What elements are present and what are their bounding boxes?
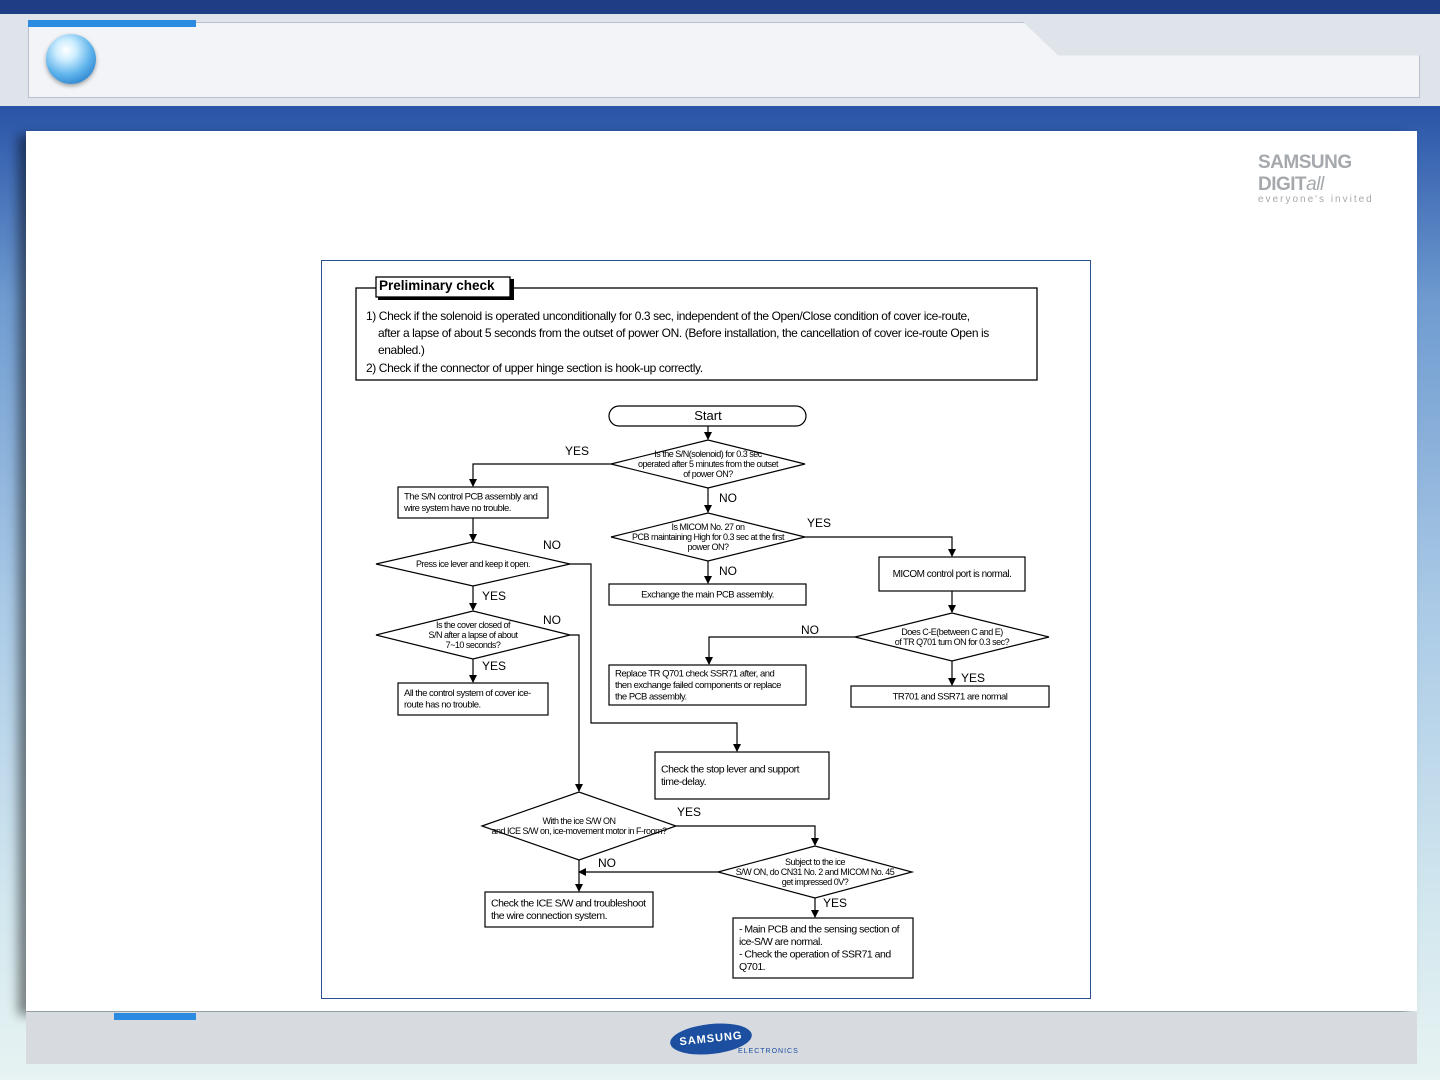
box-check-stop-lever-text-line-2: time-delay. xyxy=(661,776,706,788)
samsung-digital-tagline: SAMSUNG DIGITall everyone's invited xyxy=(1258,152,1418,205)
box-main-pcb-normal-text-line-2: ice-S/W are normal. xyxy=(739,936,822,948)
conn-press-no xyxy=(570,563,741,752)
box-sn-control-ok xyxy=(397,486,549,519)
conn-d1-yes xyxy=(469,463,611,487)
label-no-d1: NO xyxy=(719,491,737,505)
box-exchange-main-pcb xyxy=(608,583,807,606)
samsung-electronics-logo: SAMSUNG ELECTRONICS xyxy=(668,1019,810,1062)
label-no-press: NO xyxy=(543,538,561,552)
box-cover-control-ok-text-line-2: route has no trouble. xyxy=(404,700,481,711)
header-accent-strip xyxy=(28,20,196,27)
electronics-label: ELECTRONICS xyxy=(738,1048,799,1055)
decision-cover-closed-text-line-3: 7~10 seconds? xyxy=(446,640,501,650)
label-yes-d2: YES xyxy=(807,516,831,530)
decision-solenoid-operated-text-line-3: of power ON? xyxy=(683,469,733,479)
preliminary-line-4: 2) Check if the connector of upper hinge… xyxy=(366,361,703,375)
box-check-ice-sw-text-line-2: the wire connection system. xyxy=(491,910,607,922)
box-cover-control-ok xyxy=(397,682,549,716)
top-bar xyxy=(0,0,1440,14)
box-main-pcb-normal-text-line-3: - Check the operation of SSR71 and xyxy=(739,949,891,961)
tagline-main: SAMSUNG DIGITall xyxy=(1258,152,1352,195)
box-replace-tr-q701-text-line-2: then exchange failed components or repla… xyxy=(615,680,781,691)
box-replace-tr-q701 xyxy=(608,664,807,706)
title-shadow-bottom xyxy=(378,297,514,300)
flowchart-shapes: Is the S/N(solenoid) for 0.3 secoperated… xyxy=(375,439,1050,979)
box-replace-tr-q701-text-line-3: the PCB assembly. xyxy=(615,691,687,702)
box-main-pcb-normal xyxy=(732,917,914,979)
decision-micom-27-high-text-line-3: power ON? xyxy=(687,542,729,552)
conn-ce-no xyxy=(705,636,855,665)
label-yes-cover: YES xyxy=(482,659,506,673)
start-label: Start xyxy=(694,408,722,423)
box-check-stop-lever xyxy=(654,751,830,800)
decision-cover-closed-text-line-1: Is the cover closed of xyxy=(436,620,511,630)
box-cover-control-ok-text-line-1: All the control system of cover ice- xyxy=(404,688,531,699)
box-replace-tr-q701-text-line-1: Replace TR Q701 check SSR71 after, and xyxy=(615,668,775,679)
flowchart-connectors xyxy=(469,426,956,918)
label-yes-ce: YES xyxy=(961,671,985,685)
tagline-sub: everyone's invited xyxy=(1258,194,1374,205)
box-check-stop-lever-text-line-1: Check the stop lever and support xyxy=(661,764,800,776)
decision-tr-q701-ce-text-line-1: Does C-E(between C and E) xyxy=(901,627,1003,637)
preliminary-title: Preliminary check xyxy=(379,278,495,293)
decision-ice-motor-text-line-2: and ICE S/W on, ice-movement motor in F-… xyxy=(491,826,667,836)
box-main-pcb-normal-text-line-1: - Main PCB and the sensing section of xyxy=(739,924,900,936)
label-no-cover: NO xyxy=(543,613,561,627)
box-main-pcb-normal-text-line-4: Q701. xyxy=(739,961,765,973)
conn-motor-yes xyxy=(676,825,819,846)
preliminary-line-1: 1) Check if the solenoid is operated unc… xyxy=(366,309,970,323)
flowchart-branch-labels: YES NO YES NO NO YES NO YES NO YES YES NO YES xyxy=(482,444,985,910)
label-yes-d1: YES xyxy=(565,444,589,458)
conn-cover-no xyxy=(570,634,583,792)
label-no-d2: NO xyxy=(719,564,737,578)
box-check-ice-sw-text-line-1: Check the ICE S/W and troubleshoot xyxy=(491,898,646,910)
preliminary-check-box xyxy=(355,287,1038,381)
label-yes-motor: YES xyxy=(677,805,701,819)
decision-micom-27-high-text-line-2: PCB maintaining High for 0.3 sec at the … xyxy=(632,532,785,542)
decision-tr-q701-ce xyxy=(854,612,1050,662)
decision-solenoid-operated-text-line-2: operated after 5 minutes from the outset xyxy=(638,459,779,469)
title-shadow xyxy=(510,279,514,299)
decision-press-ice-lever-text-line-1: Press ice lever and keep it open. xyxy=(416,559,530,569)
box-check-ice-sw xyxy=(484,891,654,928)
decision-tr-q701-ce-text-line-2: of TR Q701 turn ON for 0.3 sec? xyxy=(895,637,1010,647)
flowchart-frame: Preliminary check 1) Check if the soleno… xyxy=(321,260,1091,999)
label-no-ce: NO xyxy=(801,623,819,637)
decision-solenoid-operated xyxy=(610,439,806,489)
footer-accent-strip xyxy=(114,1013,196,1020)
label-no-motor: NO xyxy=(598,856,616,870)
box-tr701-ssr71-normal xyxy=(850,685,1050,708)
preliminary-line-3: enabled.) xyxy=(378,343,425,357)
orb-icon xyxy=(46,34,96,84)
label-yes-cn31: YES xyxy=(823,896,847,910)
decision-cn31-micom-45-text-line-1: Subject to the ice xyxy=(785,857,846,867)
conn-d2-yes xyxy=(805,536,956,557)
decision-ice-motor-text-line-1: With the ice S/W ON xyxy=(542,816,615,826)
box-tr701-ssr71-normal-text-line-1: TR701 and SSR71 are normal xyxy=(893,691,1008,702)
decision-cn31-micom-45-text-line-2: S/W ON, do CN31 No. 2 and MICOM No. 45 xyxy=(736,867,895,877)
preliminary-line-2: after a lapse of about 5 seconds from th… xyxy=(378,326,989,340)
decision-micom-27-high-text-line-1: Is MICOM No. 27 on xyxy=(671,522,745,532)
decision-cover-closed-text-line-2: S/N after a lapse of about xyxy=(428,630,518,640)
box-sn-control-ok-text-line-1: The S/N control PCB assembly and xyxy=(404,492,538,503)
box-micom-port-normal xyxy=(878,556,1026,592)
box-micom-port-normal-text-line-1: MICOM control port is normal. xyxy=(893,569,1012,580)
decision-solenoid-operated-text-line-1: Is the S/N(solenoid) for 0.3 sec xyxy=(654,449,763,459)
box-exchange-main-pcb-text-line-1: Exchange the main PCB assembly. xyxy=(641,589,774,600)
decision-cn31-micom-45-text-line-3: get impressed 0V? xyxy=(782,877,849,887)
label-yes-press: YES xyxy=(482,589,506,603)
box-sn-control-ok-text-line-2: wire system have no trouble. xyxy=(403,503,511,514)
troubleshooting-flowchart: Preliminary check 1) Check if the soleno… xyxy=(355,276,1050,979)
decision-cn31-micom-45 xyxy=(715,845,915,899)
